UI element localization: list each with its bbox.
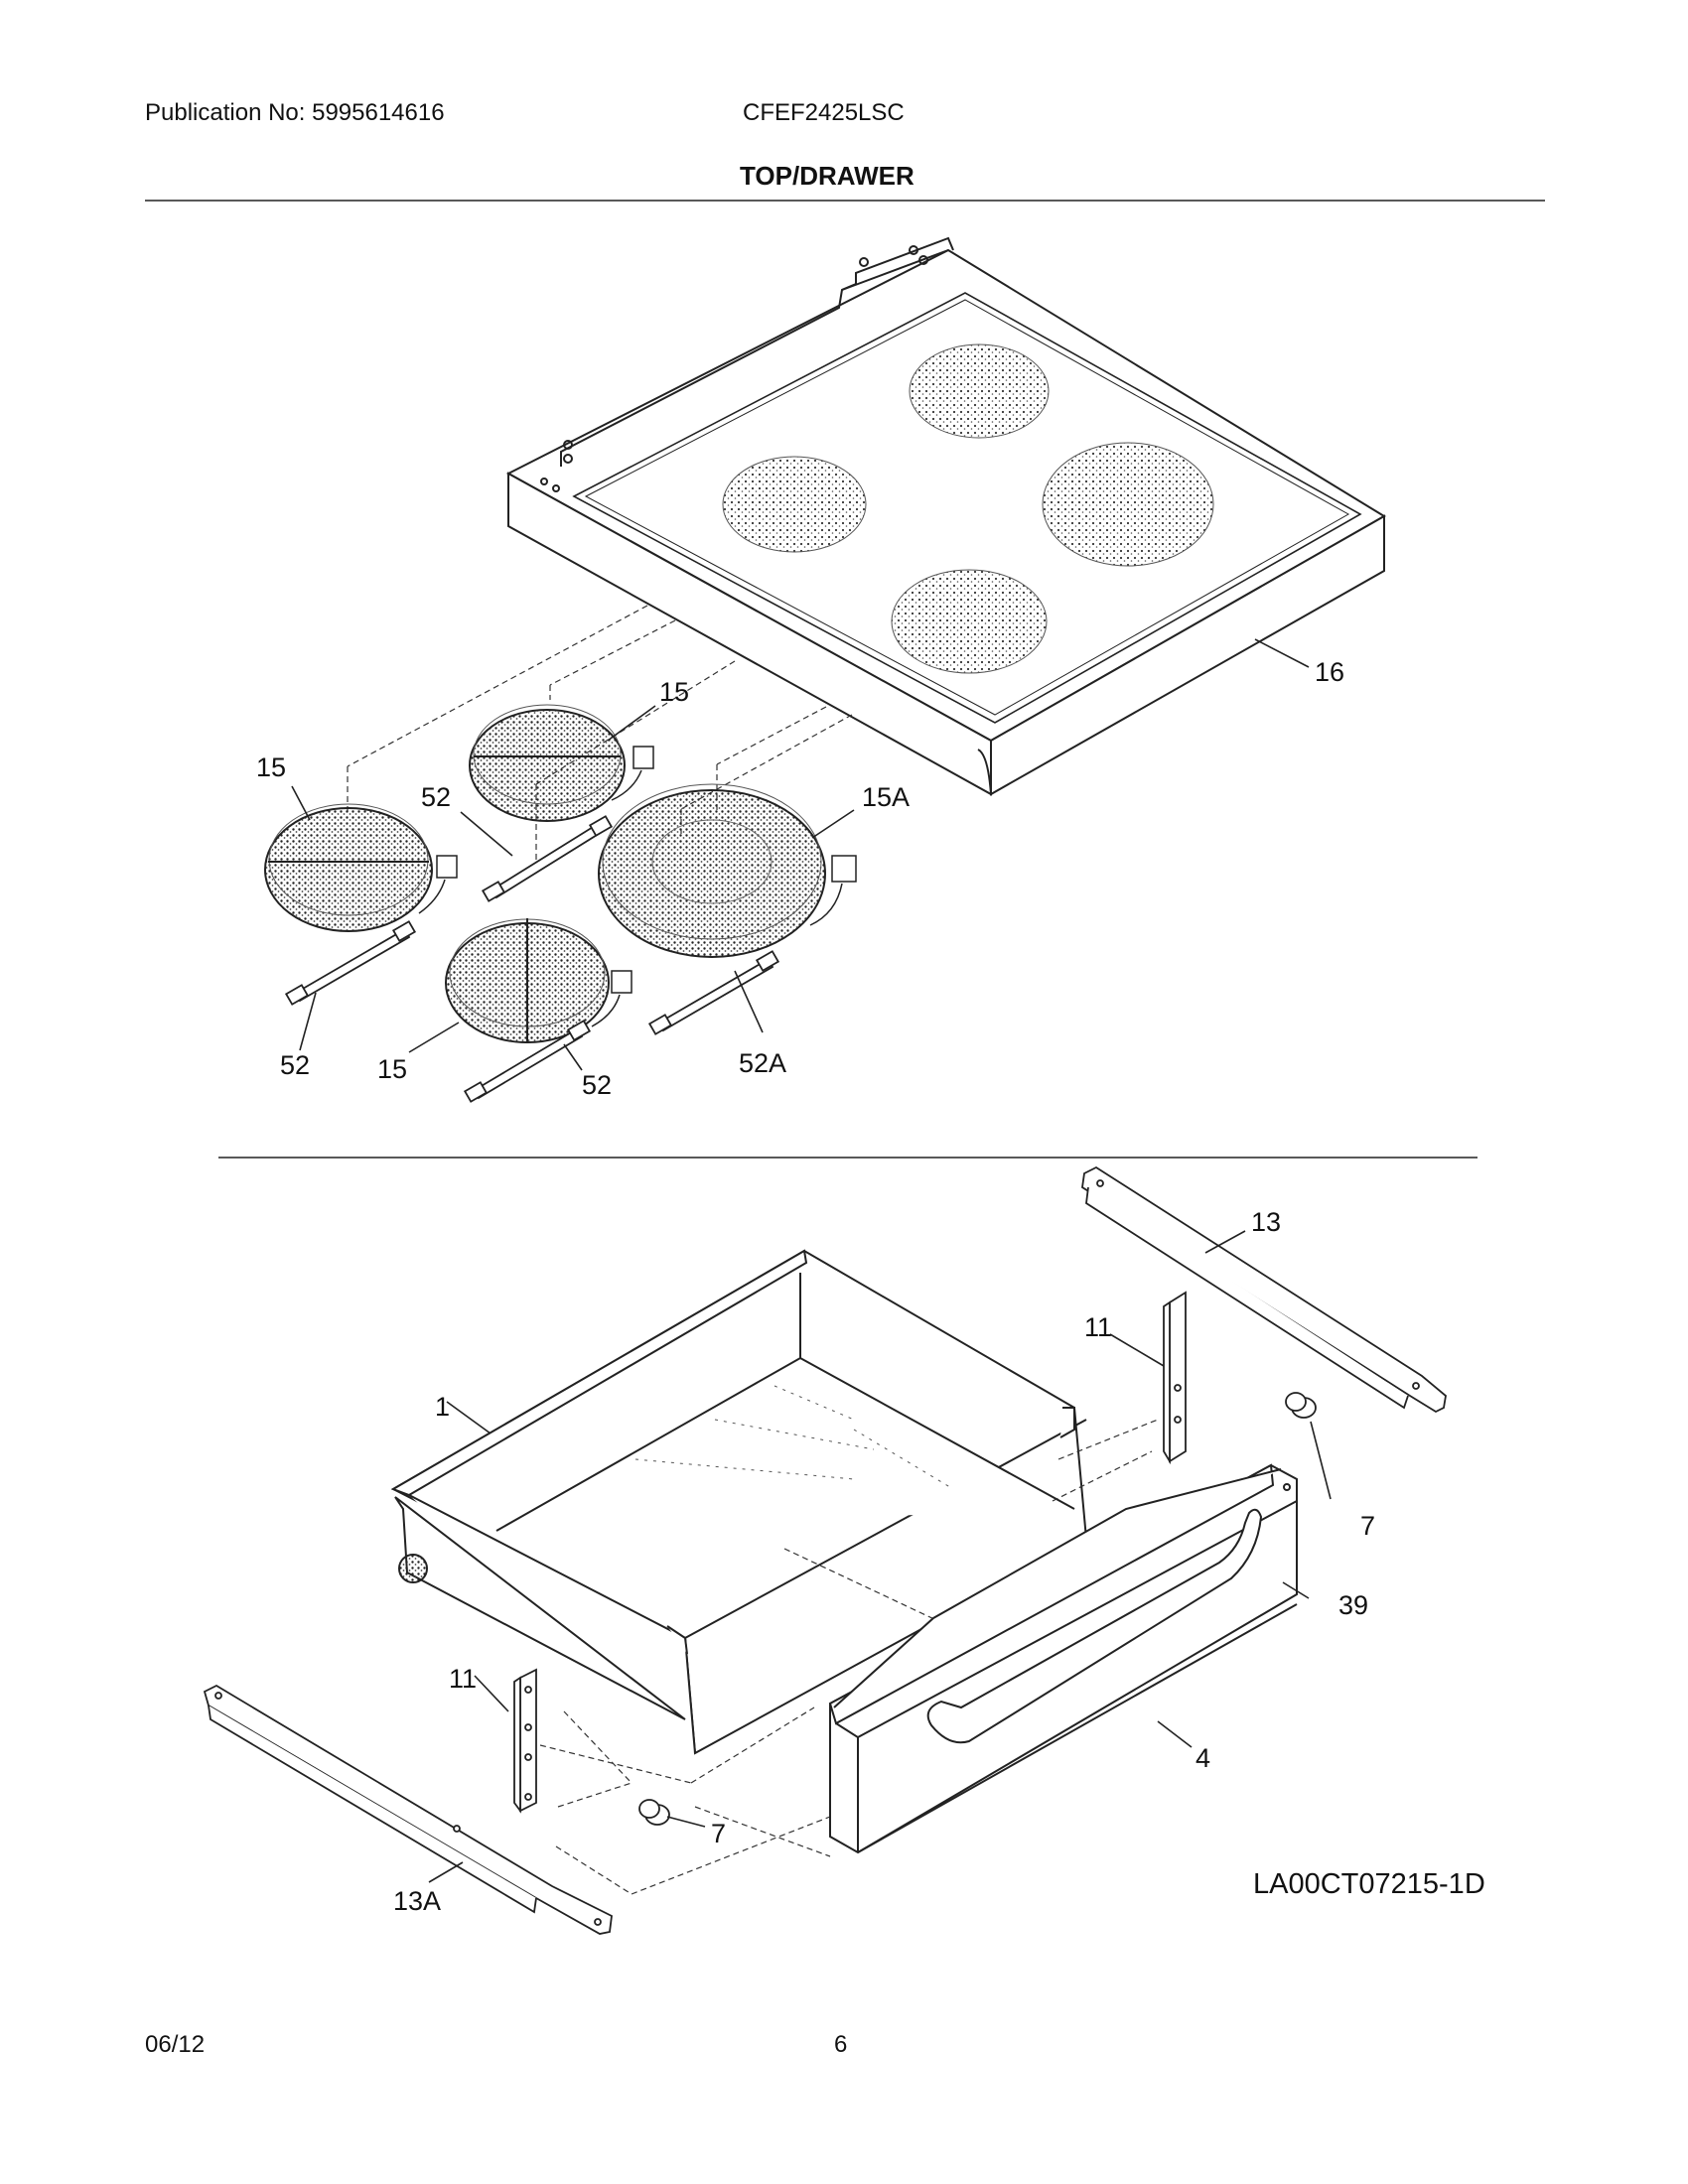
page-number: 6 [834,2031,848,2058]
callout-11-lower: 11 [449,1664,477,1694]
callout-15-lower: 15 [377,1054,407,1084]
drawer-rail-13 [1081,1165,1447,1414]
callout-39: 39 [1338,1590,1368,1620]
surface-element-15-lower [445,918,633,1043]
drawer-leader-lines [428,1230,1332,1883]
callout-52-upper: 52 [421,782,451,812]
callout-7-upper: 7 [1360,1511,1375,1541]
callout-15-left: 15 [256,752,286,782]
publication-number: Publication No: 5995614616 [145,99,445,126]
surface-element-15a [598,783,857,958]
drawer-body-1 [390,1249,1088,1755]
callout-11-upper: 11 [1084,1312,1112,1342]
cooktop-part-16 [505,236,1386,796]
cooktop-burner-large [1042,442,1214,567]
slide-bracket-11-upper [1163,1291,1187,1465]
bushing-7-lower [638,1799,670,1826]
drawer-front-4 [828,1463,1298,1854]
top-leader-lines [291,638,1310,1071]
bracket-52a [647,950,780,1035]
model-number: CFEF2425LSC [743,99,905,126]
drawer-rail-13a [203,1684,613,1935]
section-title: TOP/DRAWER [740,161,914,191]
callout-15-upper: 15 [659,677,689,707]
callout-1: 1 [435,1392,450,1422]
callout-16: 16 [1315,657,1344,687]
bracket-52-upper [481,815,614,902]
callout-13: 13 [1251,1207,1281,1237]
bracket-52-lower [463,1020,592,1103]
cooktop-burner-rear-left [722,456,867,553]
callout-15a: 15A [862,782,910,812]
callout-52-left: 52 [280,1050,310,1080]
drawer-interior-lines [634,1385,954,1490]
diagram-reference-code: LA00CT07215-1D [1253,1868,1485,1900]
surface-element-15-upper [469,704,654,822]
callout-4: 4 [1196,1743,1210,1773]
callout-52a: 52A [739,1048,786,1078]
drawer-dashed-leaders [539,1419,1159,1895]
surface-element-15-left [264,803,458,932]
slide-bracket-11-lower [513,1668,537,1814]
footer-date: 06/12 [145,2031,206,2058]
cooktop-burner-rear-right [909,343,1050,439]
callout-7-lower: 7 [711,1819,726,1848]
cooktop-burner-front [891,569,1048,674]
bracket-52-left [284,920,417,1006]
bushing-7-upper [1285,1392,1317,1419]
callout-13a: 13A [393,1886,441,1916]
callout-52-lower: 52 [582,1070,612,1100]
